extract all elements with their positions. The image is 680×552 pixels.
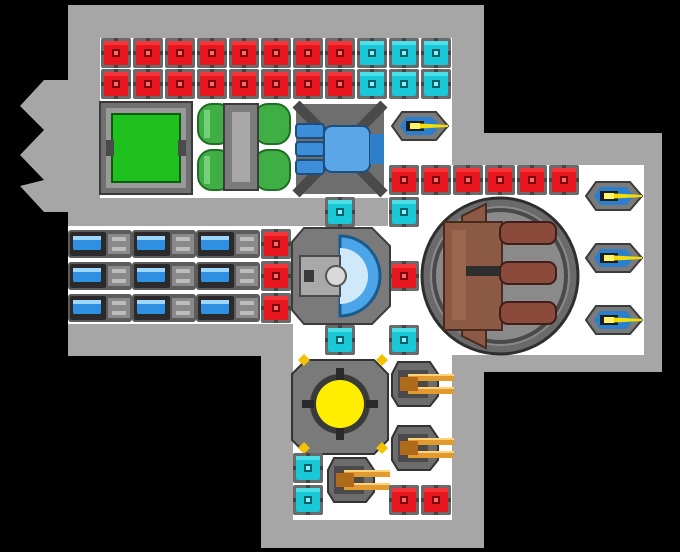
armor-row-top[interactable] [101, 38, 451, 68]
laser-turret-top[interactable] [391, 111, 449, 141]
engine-grid[interactable] [68, 230, 260, 322]
shield-generator-module[interactable] [291, 227, 391, 325]
armor-row-second[interactable] [101, 69, 451, 99]
reactor-green-module[interactable] [99, 101, 193, 195]
thruster-array-module[interactable] [292, 100, 388, 198]
laser-turret-right-1[interactable] [585, 181, 643, 211]
main-cannon-module[interactable] [420, 196, 580, 356]
fuel-tank-module[interactable] [197, 103, 291, 191]
power-core-module[interactable] [291, 354, 389, 455]
laser-turret-right-2[interactable] [585, 243, 643, 273]
laser-turret-right-3[interactable] [585, 305, 643, 335]
